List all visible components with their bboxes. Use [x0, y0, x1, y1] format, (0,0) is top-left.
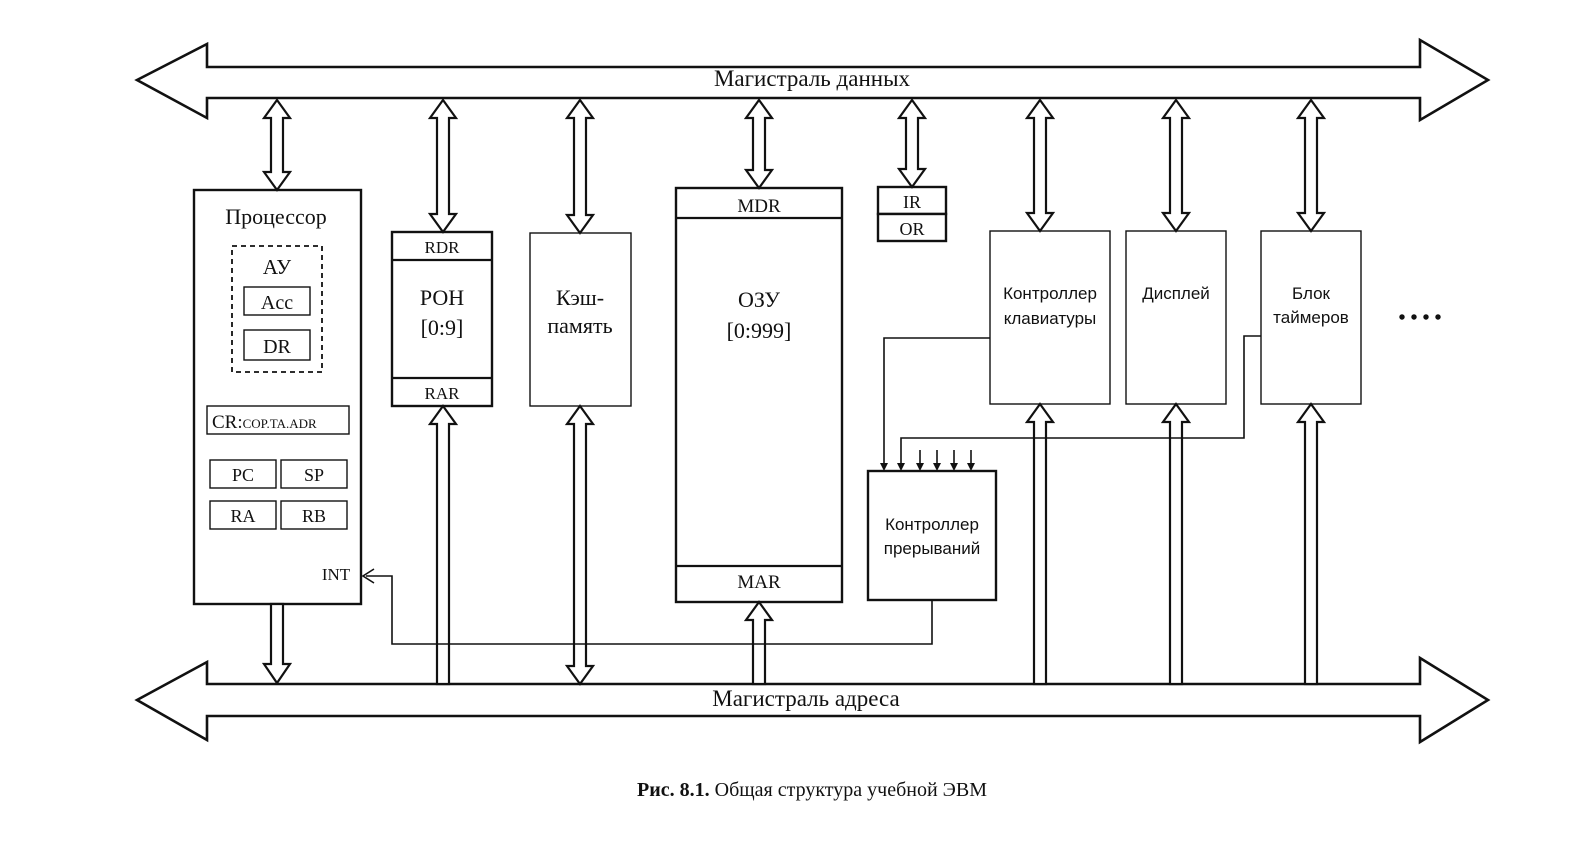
ra-register: [209, 500, 277, 530]
dr-register: [243, 329, 311, 361]
interrupt-controller-box: [866, 469, 998, 602]
ram-data-connector: [743, 98, 775, 190]
processor-box: [192, 188, 363, 606]
rb-register: [280, 500, 348, 530]
keyboard-controller-block: Контроллер клавиатуры: [989, 230, 1111, 405]
cache-block: Кэш- память: [529, 232, 632, 407]
processor-address-connector: [261, 602, 293, 685]
mdr-label: MDR: [737, 196, 781, 217]
cache-label-line2: память: [547, 313, 612, 338]
display-block: Дисплей: [1125, 230, 1227, 405]
rb-label: RB: [302, 506, 326, 526]
figure-caption-text: Общая структура учебной ЭВМ: [715, 779, 988, 801]
sp-label: SP: [304, 465, 324, 485]
timers-interrupt-arrowhead: [897, 463, 905, 471]
keyboard-label-line1: Контроллер: [1003, 284, 1097, 303]
ir-label: IR: [903, 192, 921, 212]
mar-address-connector: [743, 600, 775, 686]
int-arrowhead: [361, 568, 375, 584]
alu-dashed-frame: [231, 245, 323, 373]
data-bus-label: Магистраль данных: [714, 66, 911, 91]
or-register: [876, 212, 948, 243]
timers-box: [1260, 230, 1362, 405]
sp-register: [280, 459, 348, 489]
timers-label-line2: таймеров: [1273, 308, 1349, 327]
or-label: OR: [899, 219, 924, 239]
cr-label: CR:COP.TA.ADR: [212, 412, 317, 433]
timers-block: Блок таймеров: [1260, 230, 1362, 405]
interrupt-controller-label-line1: Контроллер: [885, 515, 979, 534]
rdr-label: RDR: [425, 238, 461, 257]
display-label: Дисплей: [1142, 284, 1210, 303]
timers-data-connector: [1295, 98, 1327, 233]
figure-caption-prefix: Рис. 8.1.: [637, 779, 710, 801]
timers-address-connector: [1295, 402, 1327, 686]
rar-address-connector: [427, 404, 459, 686]
irq-arrowhead-6: [967, 463, 975, 471]
pc-register: [209, 459, 277, 489]
keyboard-interrupt-arrowhead: [880, 463, 888, 471]
io-registers: IR OR: [876, 185, 948, 243]
display-address-connector: [1160, 402, 1192, 686]
ram-box: [674, 186, 844, 604]
interrupt-controller-block: Контроллер прерываний: [866, 469, 998, 602]
ir-register: [876, 185, 948, 216]
roh-block: RDR РОН [0:9] RAR: [390, 230, 494, 408]
ra-label: RA: [230, 506, 255, 526]
io-data-connector: [896, 98, 928, 189]
address-bus-arrow: [134, 655, 1491, 745]
cache-data-connector: [564, 98, 596, 235]
interrupt-controller-label-line2: прерываний: [884, 539, 980, 558]
pc-label: PC: [232, 465, 254, 485]
data-bus: Магистраль данных: [134, 37, 1491, 123]
acc-label: Acc: [261, 292, 293, 314]
roh-title: РОН: [420, 285, 464, 310]
cr-prefix: CR:: [212, 412, 243, 433]
ram-title: ОЗУ: [738, 287, 780, 312]
cr-fields: COP.TA.ADR: [243, 416, 317, 431]
roh-range: [0:9]: [421, 315, 464, 340]
irq-arrowhead-3: [916, 463, 924, 471]
interrupt-lines: [361, 335, 1261, 645]
keyboard-data-connector: [1024, 98, 1056, 233]
int-signal-line: [366, 575, 933, 645]
display-data-connector: [1160, 98, 1192, 233]
address-bus-label: Магистраль адреса: [712, 686, 899, 711]
int-label: INT: [322, 565, 351, 584]
processor-block: Процессор АУ Acc DR CR:COP.TA.ADR PC SP …: [192, 188, 363, 606]
cache-address-connector: [564, 404, 596, 686]
processor-data-connector: [261, 98, 293, 192]
irq-arrowhead-5: [950, 463, 958, 471]
ram-block: MDR ОЗУ [0:999] MAR: [674, 186, 844, 604]
ram-range: [0:999]: [727, 318, 792, 343]
timers-label-line1: Блок: [1292, 284, 1331, 303]
cr-register: [206, 405, 350, 435]
cache-label-line1: Кэш-: [556, 285, 604, 310]
roh-data-connector: [427, 98, 459, 234]
timers-interrupt-line: [900, 335, 1261, 466]
keyboard-controller-box: [989, 230, 1111, 405]
keyboard-label-line2: клавиатуры: [1004, 309, 1097, 328]
keyboard-interrupt-line: [883, 337, 990, 466]
keyboard-address-connector: [1024, 402, 1056, 686]
mar-label: MAR: [737, 572, 781, 593]
alu-title: АУ: [263, 255, 291, 279]
irq-arrowhead-4: [933, 463, 941, 471]
display-box: [1125, 230, 1227, 405]
rar-label: RAR: [425, 384, 461, 403]
address-bus: Магистраль адреса: [134, 655, 1491, 745]
processor-title: Процессор: [225, 204, 327, 229]
data-bus-arrow: [134, 37, 1491, 123]
dr-label: DR: [263, 336, 291, 358]
figure-caption: Рис. 8.1. Общая структура учебной ЭВМ: [637, 779, 987, 801]
ellipsis-more-devices: • • • •: [1398, 307, 1441, 329]
acc-register: [243, 286, 311, 316]
